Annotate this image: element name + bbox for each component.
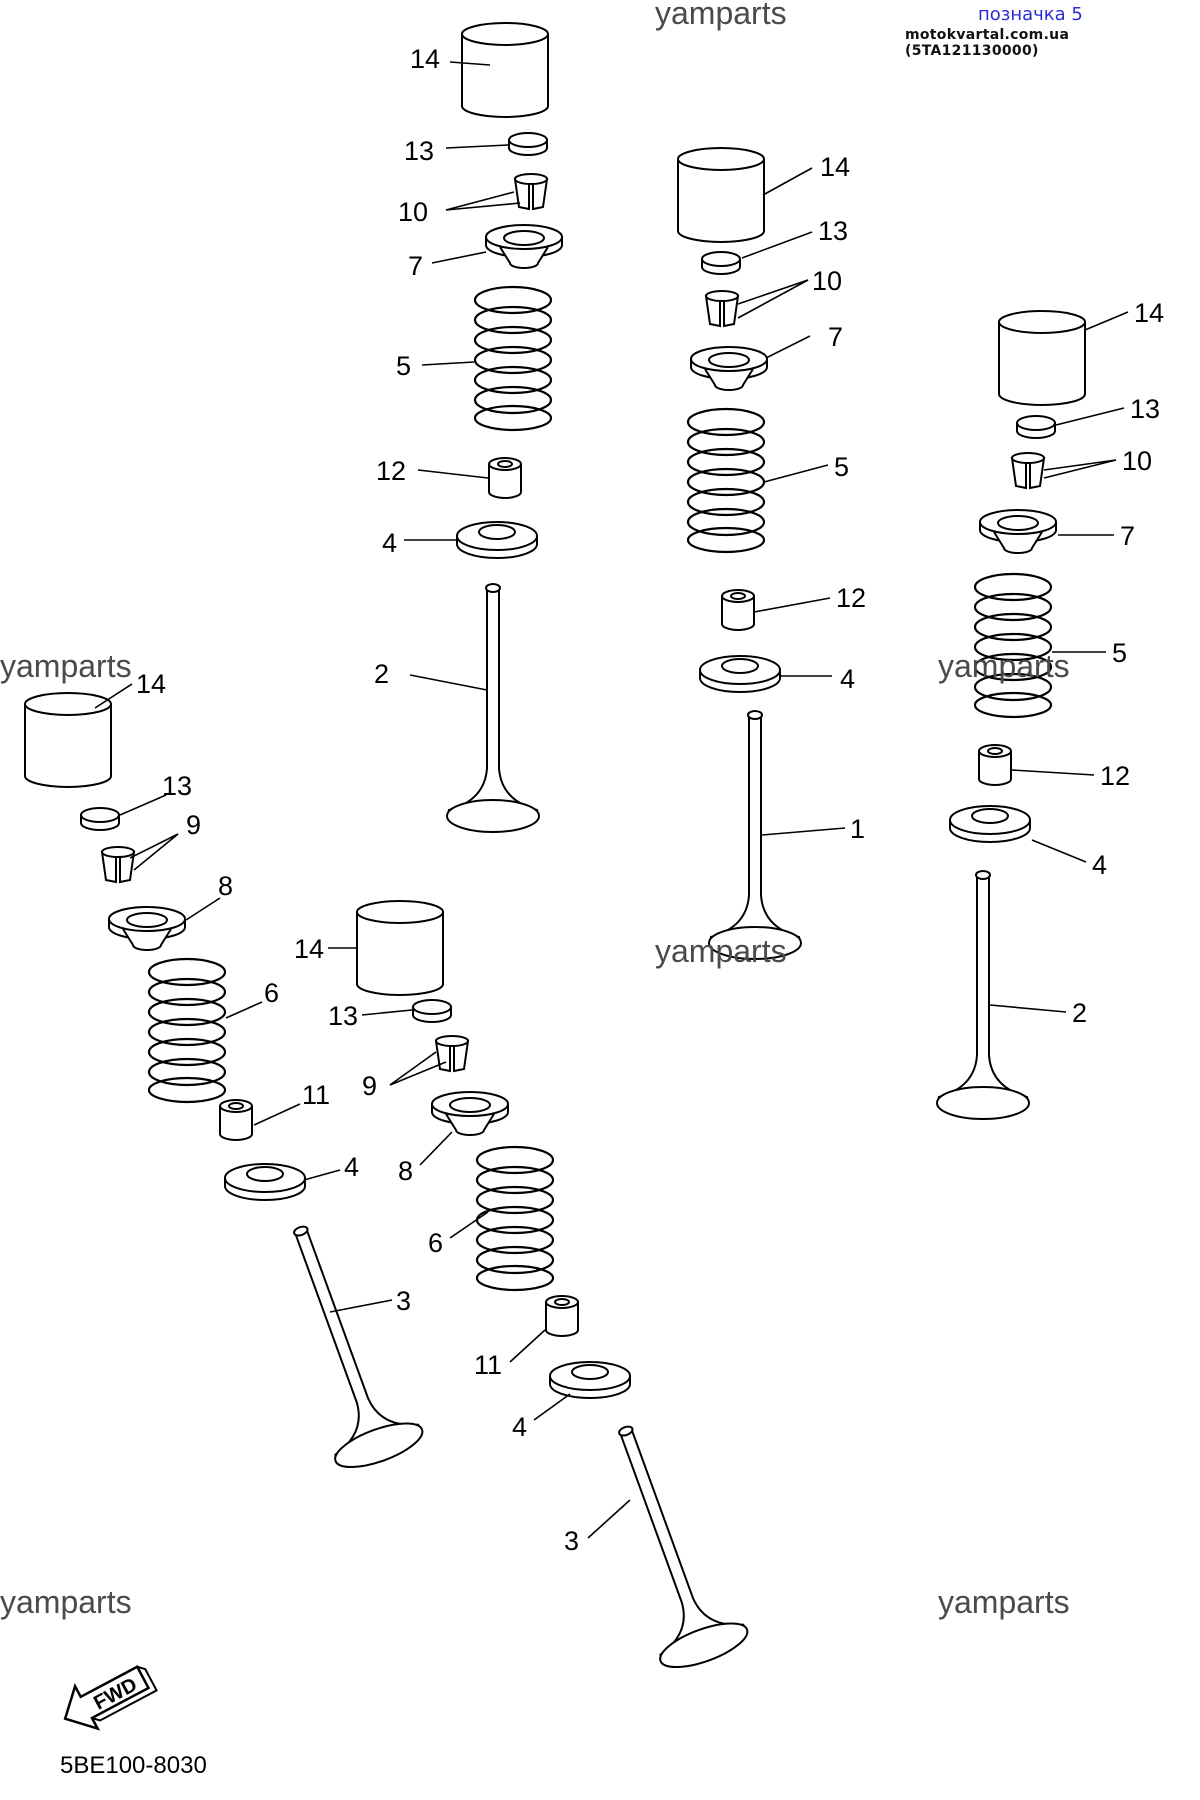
callout-c5: 5	[1112, 638, 1127, 668]
callout-e13: 13	[328, 1001, 358, 1031]
valve-assembly-b	[677, 147, 846, 960]
callout-e14: 14	[294, 934, 324, 964]
callout-d11: 11	[302, 1080, 330, 1110]
watermark-bottom-right: yamparts	[938, 1584, 1070, 1620]
tappet-a	[461, 22, 549, 118]
callout-a2: 2	[374, 659, 389, 689]
watermark-bottom-left: yamparts	[0, 1584, 132, 1620]
retainer-c	[979, 509, 1057, 554]
callout-c7: 7	[1120, 521, 1135, 551]
callout-a14: 14	[410, 44, 440, 74]
valve-c	[936, 870, 1030, 1120]
valve-assembly-d	[24, 683, 429, 1478]
watermark-left: yamparts	[0, 648, 132, 684]
callout-d4: 4	[344, 1152, 359, 1182]
spring-d	[147, 957, 227, 1104]
watermark-center: yamparts	[655, 933, 787, 969]
drawing-code: 5BE100-8030	[60, 1752, 207, 1779]
fwd-arrow-icon: FWD	[63, 1665, 158, 1731]
tappet-e	[356, 900, 444, 996]
seat-d	[224, 1163, 306, 1201]
callout-e9: 9	[362, 1071, 377, 1101]
callout-c13: 13	[1130, 394, 1160, 424]
callout-c14: 14	[1134, 298, 1164, 328]
designation-label: позначка 5	[978, 4, 1083, 25]
valve-assembly-c	[936, 310, 1129, 1120]
spring-c	[973, 572, 1053, 719]
cotter-c	[1011, 452, 1045, 489]
callout-b10: 10	[812, 266, 842, 296]
spring-b	[686, 407, 766, 554]
seal-d	[219, 1099, 253, 1141]
watermark-right: yamparts	[938, 648, 1070, 684]
callout-numbers: 14 13 10 7 5 12 4 2 14 13 10 7 5 12 4 1 …	[136, 44, 1164, 1556]
shim-b	[701, 251, 741, 275]
site-reference: motokvartal.com.ua (5TA121130000)	[905, 27, 1070, 59]
retainer-d	[108, 906, 186, 951]
callout-a12: 12	[376, 456, 406, 486]
callout-d14: 14	[136, 669, 166, 699]
callout-c12: 12	[1100, 761, 1130, 791]
seal-a	[488, 457, 522, 499]
callout-c2: 2	[1072, 998, 1087, 1028]
cotter-b	[705, 290, 739, 327]
callout-c4: 4	[1092, 850, 1107, 880]
valve-assembly-e	[328, 900, 754, 1678]
callout-a4: 4	[382, 528, 397, 558]
callout-b5: 5	[834, 452, 849, 482]
cotter-e	[435, 1035, 469, 1072]
valve-a	[446, 583, 540, 833]
shim-e	[412, 999, 452, 1023]
callout-d3: 3	[396, 1286, 411, 1316]
callout-a10: 10	[398, 197, 428, 227]
seat-e	[549, 1361, 631, 1399]
seat-a	[456, 521, 538, 559]
seat-c	[949, 805, 1031, 843]
callout-b1: 1	[850, 814, 865, 844]
callout-a5: 5	[396, 351, 411, 381]
watermarks: yamparts yamparts yamparts yamparts yamp…	[0, 0, 1070, 1620]
callout-b7: 7	[828, 322, 843, 352]
tappet-b	[677, 147, 765, 243]
callout-a13: 13	[404, 136, 434, 166]
spring-e	[475, 1145, 555, 1292]
callout-b13: 13	[818, 216, 848, 246]
callout-d9: 9	[186, 810, 201, 840]
callout-e4: 4	[512, 1412, 527, 1442]
callout-d8: 8	[218, 871, 233, 901]
callout-b14: 14	[820, 152, 850, 182]
callout-d13: 13	[162, 771, 192, 801]
retainer-e	[431, 1091, 509, 1136]
valve-assembly-a	[404, 22, 563, 833]
seal-b	[721, 589, 755, 631]
callout-e6: 6	[428, 1228, 443, 1258]
shim-a	[508, 132, 548, 156]
callout-b12: 12	[836, 583, 866, 613]
seal-c	[978, 744, 1012, 786]
callout-e11: 11	[474, 1350, 502, 1380]
tappet-c	[998, 310, 1086, 406]
seat-b	[699, 655, 781, 693]
callout-e3: 3	[564, 1526, 579, 1556]
shim-d	[80, 807, 120, 831]
watermark-top: yamparts	[655, 0, 787, 31]
tappet-d	[24, 692, 112, 788]
callout-b4: 4	[840, 664, 855, 694]
retainer-b	[690, 346, 768, 391]
retainer-a	[485, 224, 563, 269]
cotter-d	[101, 846, 135, 883]
callout-a7: 7	[408, 251, 423, 281]
shim-c	[1016, 415, 1056, 439]
valve-e	[580, 1410, 754, 1678]
spring-a	[473, 285, 553, 432]
callout-e8: 8	[398, 1156, 413, 1186]
callout-d6: 6	[264, 978, 279, 1008]
callout-c10: 10	[1122, 446, 1152, 476]
valve-d	[255, 1210, 429, 1478]
valve-b	[708, 710, 802, 960]
seal-e	[545, 1295, 579, 1337]
